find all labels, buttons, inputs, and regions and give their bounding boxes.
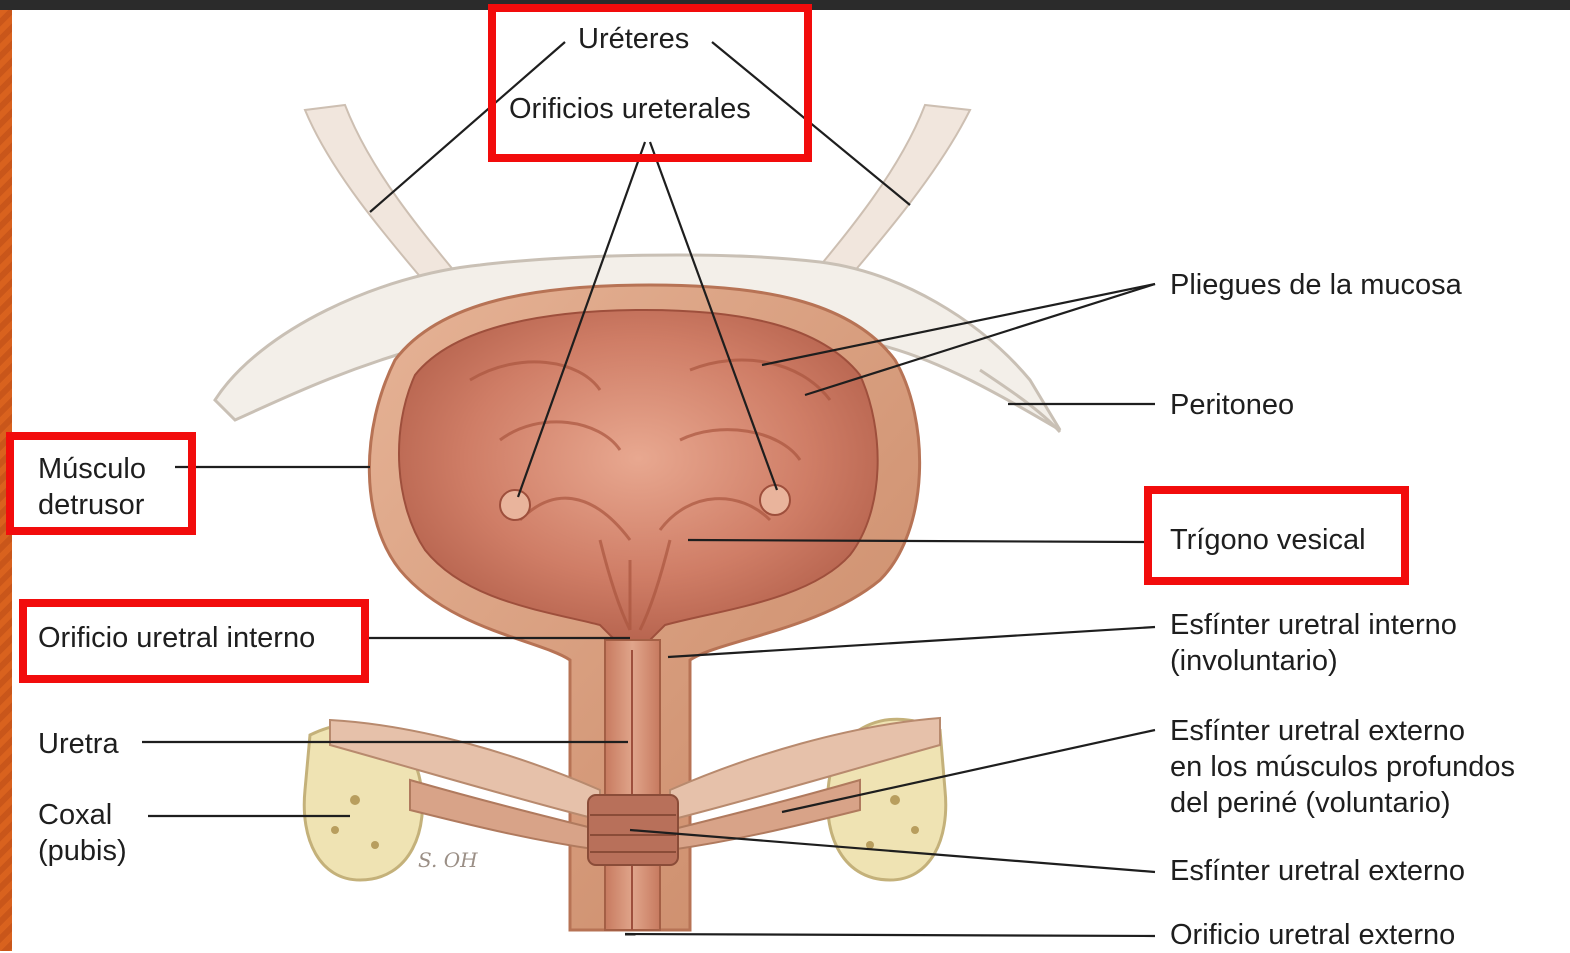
label-peritoneo: Peritoneo — [1170, 388, 1294, 423]
label-coxal: Coxal — [38, 798, 112, 833]
label-esfinter-profundo-1: Esfínter uretral externo — [1170, 714, 1465, 749]
label-esfinter-interno-1: Esfínter uretral interno — [1170, 608, 1457, 643]
leader-orificio-externo — [625, 934, 1155, 936]
label-esfinter-profundo-2: en los músculos profundos — [1170, 750, 1515, 785]
label-orificio-uretral-interno: Orificio uretral interno — [38, 621, 315, 656]
label-esfinter-profundo-3: del periné (voluntario) — [1170, 786, 1450, 821]
label-esfinter-interno-2: (involuntario) — [1170, 644, 1338, 679]
label-pubis: (pubis) — [38, 834, 127, 869]
label-detrusor: detrusor — [38, 488, 144, 523]
label-orificios-ureterales: Orificios ureterales — [509, 92, 751, 127]
label-orificio-uretral-externo: Orificio uretral externo — [1170, 918, 1455, 953]
label-musculo: Músculo — [38, 452, 146, 487]
artist-signature: S. OH — [418, 848, 478, 872]
label-trigono-vesical: Trígono vesical — [1170, 523, 1366, 558]
urethra — [605, 640, 660, 930]
label-uretra: Uretra — [38, 727, 119, 762]
label-esfinter-externo: Esfínter uretral externo — [1170, 854, 1465, 889]
label-pliegues-mucosa: Pliegues de la mucosa — [1170, 268, 1462, 303]
label-ureteres: Uréteres — [578, 22, 689, 57]
